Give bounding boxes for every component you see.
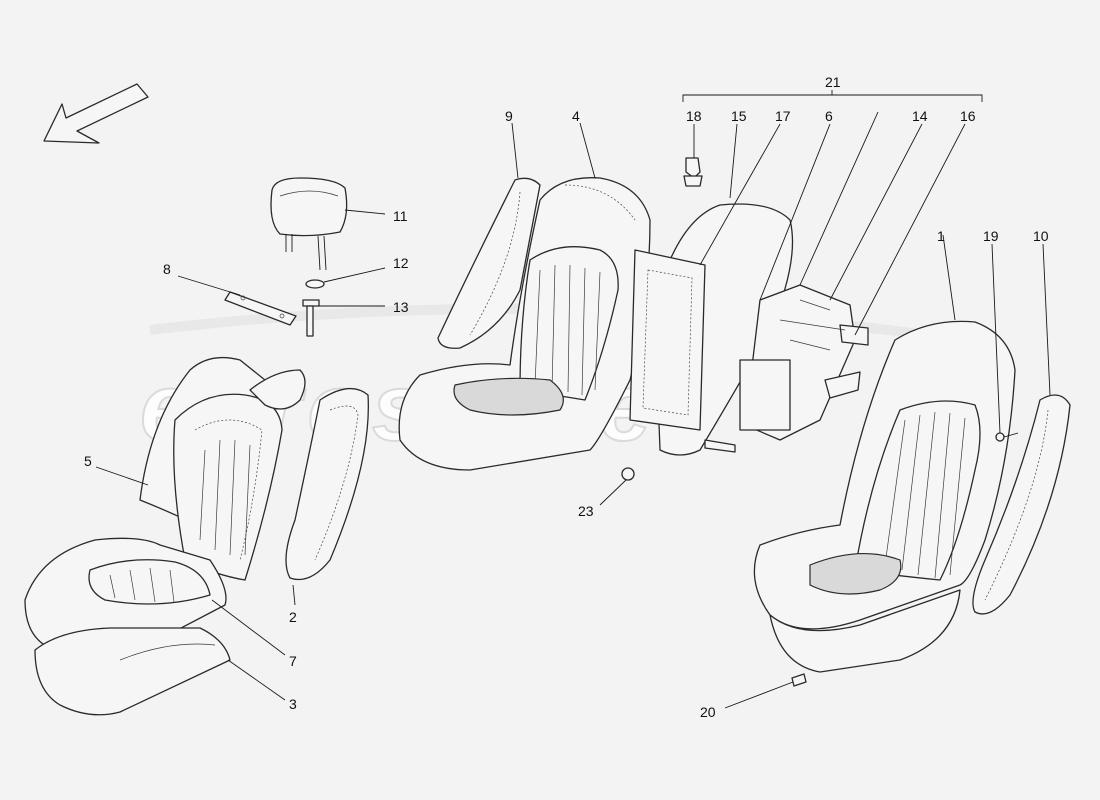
callout-7: 7 xyxy=(289,653,297,669)
nut-part xyxy=(621,467,635,481)
headrest-bushing-part xyxy=(305,279,325,289)
callout-14: 14 xyxy=(912,108,928,124)
callout-16: 16 xyxy=(960,108,976,124)
callout-21: 21 xyxy=(825,74,841,90)
callout-6: 6 xyxy=(825,108,833,124)
headrest-part xyxy=(270,177,348,271)
right-side-panel-part xyxy=(972,394,1071,615)
left-backrest-cover-part xyxy=(139,356,306,581)
direction-arrow-icon xyxy=(43,83,149,144)
callout-11: 11 xyxy=(393,208,408,224)
callout-13: 13 xyxy=(393,299,409,315)
callouts: 1 2 3 4 5 6 7 8 9 10 11 12 13 14 15 16 1… xyxy=(84,74,1049,720)
centre-seat-part xyxy=(398,177,651,471)
callout-15: 15 xyxy=(731,108,747,124)
callout-18: 18 xyxy=(686,108,702,124)
outer-side-panel-part xyxy=(437,177,541,349)
right-seat-part xyxy=(753,320,1016,673)
left-side-panel-part xyxy=(285,388,369,581)
clip-part xyxy=(683,157,703,187)
left-cushion-base-part xyxy=(34,627,231,716)
callout-23: 23 xyxy=(578,503,594,519)
headrest-guide-part xyxy=(302,299,320,337)
screw-20-part xyxy=(791,673,807,687)
callout-2: 2 xyxy=(289,609,297,625)
callout-8: 8 xyxy=(163,261,171,277)
callout-12: 12 xyxy=(393,255,409,271)
plate-part xyxy=(224,291,297,326)
callout-5: 5 xyxy=(84,453,92,469)
callout-9: 9 xyxy=(505,108,513,124)
callout-4: 4 xyxy=(572,108,580,124)
callout-1: 1 xyxy=(937,228,945,244)
callout-19: 19 xyxy=(983,228,999,244)
callout-3: 3 xyxy=(289,696,297,712)
callout-17: 17 xyxy=(775,108,791,124)
leader-lines xyxy=(95,90,1051,709)
backrest-frame-part xyxy=(704,284,869,453)
callout-10: 10 xyxy=(1033,228,1049,244)
callout-20: 20 xyxy=(700,704,716,720)
